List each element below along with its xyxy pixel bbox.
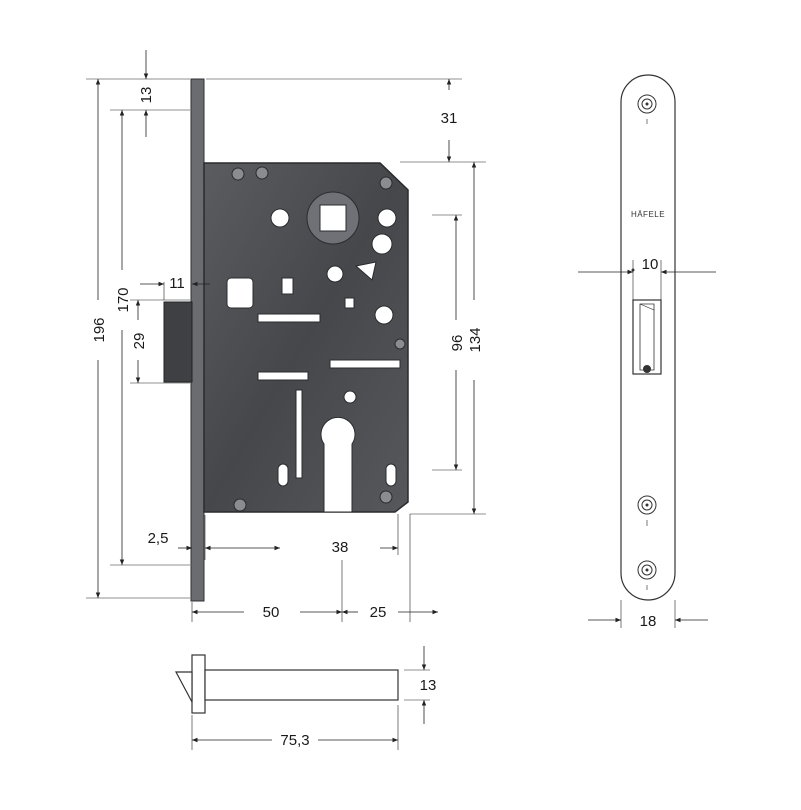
follower-square-hole (319, 204, 347, 232)
bolt-latch-tip (175, 671, 193, 703)
faceplate-screw-top (637, 94, 657, 124)
dim-overall-height: 196 (91, 317, 108, 342)
dim-latch-projection: 11 (169, 275, 185, 292)
bolt-forend-section (191, 654, 206, 714)
side-view-dimension-lines (95, 50, 477, 615)
lock-case-side-view (163, 78, 409, 602)
bolt-dimension-lines (191, 646, 430, 750)
dim-bolt-height: 13 (420, 677, 437, 694)
side-view-dimension-labels: 13 31 196 170 11 29 96 134 2,5 38 50 25 (91, 87, 484, 621)
faceplate-brand-mark: HÄFELE (631, 210, 665, 219)
dim-faceplate-thickness: 2,5 (148, 530, 169, 547)
case-holes (226, 208, 401, 487)
faceplate-front-view: HÄFELE (620, 74, 676, 601)
bolt-body (204, 669, 399, 701)
latch-bolt (163, 301, 193, 383)
dim-backset: 50 (263, 604, 280, 621)
front-view-dimension-labels: 10 18 (640, 256, 659, 630)
dim-case-depth-remaining: 25 (370, 604, 387, 621)
dim-latch-width: 10 (642, 256, 659, 273)
forend-plate (190, 78, 205, 602)
side-view-extension-lines (86, 78, 486, 622)
dim-screw-spacing: 170 (115, 287, 132, 312)
dim-bolt-length: 75,3 (280, 732, 309, 749)
dim-faceplate-top-offset: 13 (138, 87, 155, 104)
lock-case-body (203, 162, 409, 513)
dim-faceplate-width: 18 (640, 613, 657, 630)
dim-forend-to-case: 31 (441, 110, 458, 127)
front-view-dimension-lines (578, 269, 716, 628)
case-rivets (231, 166, 406, 512)
dim-latch-height: 29 (131, 333, 148, 350)
dim-backset-to-follower: 38 (332, 539, 349, 556)
dim-handle-to-cylinder: 96 (449, 335, 466, 352)
faceplate-screw-bottom (637, 560, 657, 590)
cylinder-cutout (320, 416, 356, 513)
faceplate-screw-middle (637, 495, 657, 526)
bolt-dimension-labels: 13 75,3 (280, 677, 436, 749)
dim-case-height: 134 (467, 327, 484, 352)
bolt-top-view (175, 654, 399, 714)
